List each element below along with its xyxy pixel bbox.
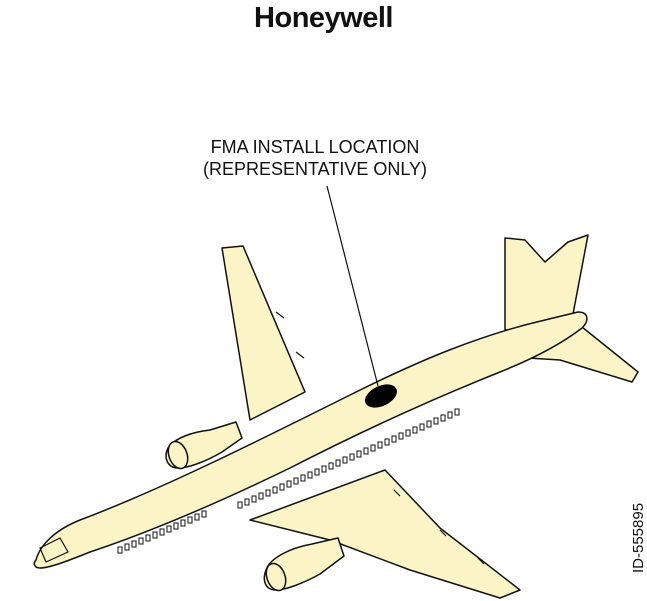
window — [139, 538, 143, 544]
window — [301, 475, 305, 481]
window — [280, 484, 284, 490]
window — [174, 523, 178, 529]
window — [146, 535, 150, 541]
window — [378, 442, 382, 448]
window — [364, 448, 368, 454]
window — [238, 502, 242, 508]
window — [252, 496, 256, 502]
window — [385, 439, 389, 445]
window — [371, 445, 375, 451]
window — [294, 478, 298, 484]
window — [125, 544, 129, 550]
window — [413, 427, 417, 433]
window — [160, 529, 164, 535]
window — [132, 541, 136, 547]
window — [350, 454, 354, 460]
window — [357, 451, 361, 457]
window — [406, 430, 410, 436]
window — [188, 517, 192, 523]
window — [273, 487, 277, 493]
window — [266, 490, 270, 496]
window — [195, 514, 199, 520]
callout-leader-line — [327, 186, 378, 386]
window — [153, 532, 157, 538]
fairing — [296, 352, 304, 358]
window — [287, 481, 291, 487]
window — [420, 424, 424, 430]
window — [329, 463, 333, 469]
window — [259, 493, 263, 499]
window — [441, 415, 445, 421]
window — [167, 526, 171, 532]
window — [308, 472, 312, 478]
window — [399, 433, 403, 439]
window — [392, 436, 396, 442]
far-wing — [222, 246, 305, 420]
fairing — [276, 312, 284, 318]
window — [434, 418, 438, 424]
window — [336, 460, 340, 466]
window — [427, 421, 431, 427]
window — [181, 520, 185, 526]
window — [343, 457, 347, 463]
window — [118, 547, 122, 553]
figure-id: ID-555895 — [630, 503, 647, 573]
window — [322, 466, 326, 472]
window — [448, 412, 452, 418]
window — [202, 511, 206, 517]
window — [245, 499, 249, 505]
window — [315, 469, 319, 475]
window — [455, 409, 459, 415]
